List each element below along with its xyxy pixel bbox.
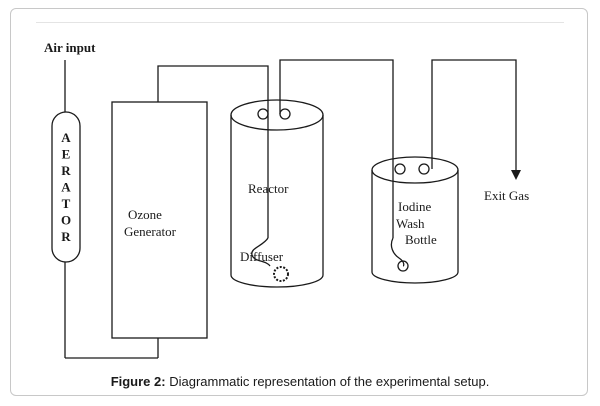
- top-divider: [36, 22, 564, 23]
- reactor-port-right: [279, 108, 291, 120]
- aerator-letter: R: [61, 229, 71, 244]
- iodine-label-line3: Bottle: [405, 232, 437, 247]
- aerator-letter: A: [61, 130, 71, 145]
- aerator-letter: R: [61, 163, 71, 178]
- diffuser-stone-icon: [273, 266, 289, 282]
- diffuser-label: Diffuser: [240, 249, 284, 264]
- iodine-label-line2: Wash: [396, 216, 425, 231]
- aerator-letter: E: [62, 147, 71, 162]
- ozone-generator-box: [111, 101, 208, 339]
- ozone-label-line1: Ozone: [128, 207, 162, 222]
- diffuser-tube: [251, 237, 271, 267]
- exit-gas-line: [431, 59, 517, 172]
- exit-gas-arrow-icon: [511, 170, 521, 180]
- ozone-label-line2: Generator: [124, 224, 177, 239]
- caption-prefix: Figure 2:: [110, 374, 166, 389]
- generator-to-reactor-line: [157, 65, 269, 238]
- aerator-letter: A: [61, 180, 71, 195]
- exit-gas-label: Exit Gas: [484, 188, 529, 203]
- figure-frame: [10, 8, 588, 396]
- aerator-letter: O: [61, 213, 71, 228]
- wash-bottle-top: [371, 156, 459, 184]
- air-input-label: Air input: [44, 40, 96, 55]
- wash-bottle-bubble: [397, 260, 409, 272]
- aerator-letter: T: [62, 196, 71, 211]
- reactor-bottom: [230, 274, 324, 288]
- reactor-top: [230, 99, 324, 131]
- wash-bottle-port-left: [394, 163, 406, 175]
- wash-bottle-tube: [390, 237, 405, 267]
- reactor-label: Reactor: [248, 181, 289, 196]
- figure-caption: Figure 2: Diagrammatic representation of…: [0, 374, 600, 389]
- iodine-label-line1: Iodine: [398, 199, 431, 214]
- aerator-body: [51, 111, 81, 263]
- caption-text: Diagrammatic representation of the exper…: [165, 374, 490, 389]
- reactor-to-wash-bottle-line: [279, 59, 394, 238]
- wash-bottle-bottom: [371, 271, 459, 284]
- reactor-port-left: [257, 108, 269, 120]
- wash-bottle-port-right: [418, 163, 430, 175]
